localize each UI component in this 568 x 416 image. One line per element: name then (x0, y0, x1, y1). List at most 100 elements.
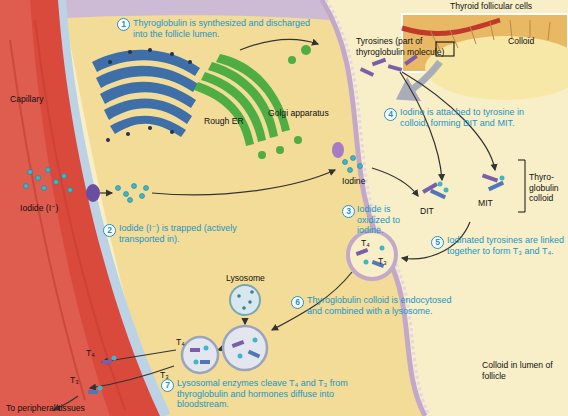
rough-er-part (108, 60, 112, 64)
callout-number-text: 3 (346, 206, 351, 216)
step-text: Iodine is attached to tyrosine in colloi… (400, 107, 552, 128)
golgi-apparatus-part (258, 151, 266, 159)
step-text: Iodinated tyrosines are linked together … (447, 235, 565, 256)
released-hormones-part (88, 390, 98, 394)
lysosome-part (204, 346, 209, 351)
callout-number: 6 (291, 296, 304, 309)
step-text: Iodide (I⁻) is trapped (actively transpo… (119, 223, 237, 244)
step-text: Lysosomal enzymes cleave T₄ and T₃ from … (177, 378, 352, 410)
step-text: Thyroglobulin colloid is endocytosed and… (307, 295, 467, 316)
lysosome-part (232, 340, 245, 348)
iodide-ions-part (140, 194, 145, 199)
follicular-cell-part (58, 0, 330, 20)
process-arrows-part (152, 170, 335, 195)
lysosome-part (182, 337, 218, 373)
rough-er-part (170, 130, 174, 134)
callout-number: 1 (117, 18, 130, 31)
capillary (0, 0, 165, 416)
iodide-ions-part (116, 186, 121, 191)
dit-mit-molecules-part (500, 176, 505, 181)
hormone-label: T₃ (160, 370, 176, 381)
golgi-apparatus-part (276, 146, 284, 154)
callout-number: 4 (384, 108, 397, 121)
lysosome-part (190, 348, 200, 352)
capillary-part (10, 40, 85, 400)
inset-caption: Thyroid follicular cells (450, 1, 568, 12)
released-hormones-part (98, 386, 103, 391)
part-name: Lysosome (226, 273, 276, 284)
lysosome-part (238, 354, 243, 359)
dit-mit-molecules-part (488, 181, 504, 191)
iodide-ions-part (343, 160, 348, 165)
rough-er-part (170, 52, 174, 56)
rough-er-part (106, 138, 110, 142)
lysosome-part (250, 290, 254, 294)
iodide-ions-part (358, 164, 363, 169)
dit-mit-molecules (422, 160, 525, 212)
callout-number: 7 (161, 379, 174, 392)
hormone-label: T₄ (176, 337, 192, 348)
lysosome (182, 285, 267, 373)
process-arrows-part (100, 192, 112, 193)
hormone-label: T₄ (361, 238, 377, 249)
golgi-apparatus-part (294, 136, 302, 144)
iodide-transporter-part (86, 184, 100, 202)
iodide-ions-part (132, 184, 137, 189)
inset-follicle-part (430, 20, 550, 50)
tyrosines-part (372, 58, 387, 67)
iodide-transporter (86, 142, 344, 202)
callout-number: 2 (103, 224, 116, 237)
lysosome-part (248, 350, 261, 359)
callout-number-text: 2 (107, 225, 112, 235)
part-name: Rough ER (204, 116, 244, 127)
part-name: DIT (420, 206, 445, 217)
iodide-ions-part (144, 186, 149, 191)
step-text: Iodide is oxidized to iodine. (357, 204, 419, 236)
callout-number-text: 5 (435, 237, 440, 247)
hormone-label: T₃ (70, 375, 86, 386)
process-arrows-part (240, 39, 318, 50)
iodide-ions-part (28, 170, 33, 175)
lysosome-part (194, 360, 199, 365)
rough-er-part (148, 48, 152, 52)
tyrosines-part (388, 64, 403, 71)
rough-er-part (126, 132, 130, 136)
iodide-ions-part (62, 174, 67, 179)
dit-mit-molecules-part (482, 173, 498, 182)
inset-follicle-part (425, 36, 568, 100)
rough-er-part (128, 50, 132, 54)
golgi-apparatus-part (194, 82, 254, 146)
golgi-apparatus-part (288, 56, 296, 64)
tyrosines-part (360, 67, 374, 77)
iodide-ions-part (46, 168, 51, 173)
dit-mit-molecules-part (444, 188, 449, 193)
rough-er-part (110, 116, 186, 137)
hormone-label: T₄ (86, 348, 102, 359)
callout-number-text: 6 (295, 297, 300, 307)
lysosome-part (200, 360, 210, 364)
lysosome-part (253, 338, 258, 343)
iodide-ions-part (42, 186, 47, 191)
endocytic-vesicle-part (348, 231, 396, 279)
dit-mit-molecules-part (518, 160, 525, 212)
lysosome-part (237, 294, 241, 298)
process-arrows-part (244, 318, 245, 324)
rough-er (92, 48, 200, 142)
golgi-apparatus-part (301, 45, 311, 55)
iodide-ions-part (36, 176, 41, 181)
step-text: Thyroglobulin is synthesized and dischar… (133, 18, 311, 39)
part-name: Iodide (I⁻) (20, 203, 90, 214)
part-name: To peripheral tissues (6, 403, 126, 414)
endocytic-vesicle-part (356, 248, 369, 256)
released-hormones (88, 356, 117, 395)
iodide-ions-part (128, 198, 133, 203)
process-arrows-part (102, 350, 176, 362)
iodide-ions (24, 156, 363, 203)
process-arrows-part (372, 168, 418, 196)
iodide-ions-part (68, 188, 73, 193)
released-hormones-part (112, 356, 117, 361)
capillary-part (0, 0, 160, 416)
lysosome-part (248, 300, 252, 304)
part-name: Tyrosines (part of thyroglobulin molecul… (356, 36, 466, 57)
